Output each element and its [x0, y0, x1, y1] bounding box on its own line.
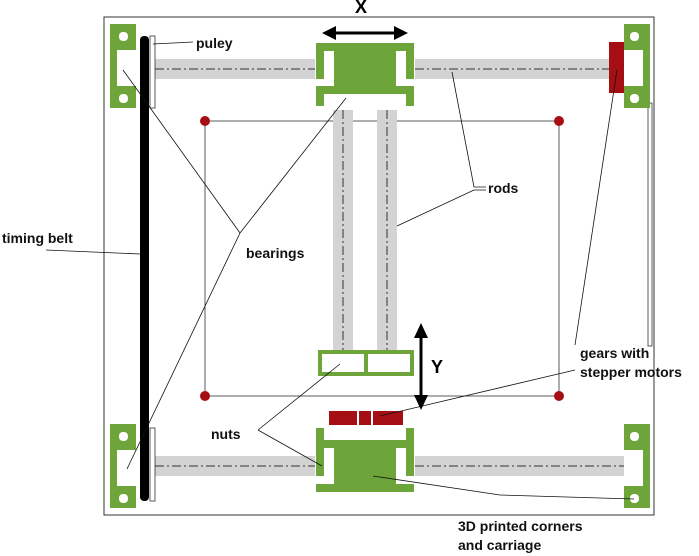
puley-top: [149, 35, 156, 109]
x-axis-arrow: [322, 26, 408, 40]
corner-dot-tr: [554, 116, 564, 126]
y-axis-arrow: [414, 323, 428, 410]
corner-bottom-left: [110, 424, 136, 508]
x-axis-label: X: [355, 0, 367, 17]
bottom-rod-right: [415, 456, 625, 476]
corner-dot-bl: [200, 391, 210, 401]
label-bearings: bearings: [246, 245, 305, 261]
label-timing-belt: timing belt: [2, 230, 73, 246]
top-carriage: [316, 43, 414, 106]
bottom-rod-left: [155, 456, 315, 476]
gears-bottom: [329, 411, 403, 425]
leader-lines: [45, 41, 635, 500]
vertical-rod-left: [333, 110, 353, 370]
corner-dot-tl: [200, 116, 210, 126]
corner-top-right: [624, 24, 650, 108]
label-gears-line2: stepper motors: [580, 364, 682, 380]
vertical-rod-right: [377, 110, 397, 370]
label-gears-line1: gears with: [580, 345, 649, 361]
label-printed-line2: and carriage: [458, 537, 541, 553]
label-nuts: nuts: [211, 426, 241, 442]
gear-top-right: [609, 42, 624, 93]
y-axis-label: Y: [431, 357, 443, 377]
timing-belt: [140, 36, 149, 501]
corner-dot-br: [554, 391, 564, 401]
top-rod-right: [415, 59, 625, 79]
corner-bottom-right: [624, 424, 650, 508]
top-rod-left: [155, 59, 315, 79]
outer-frame: [103, 16, 655, 516]
label-printed-line1: 3D printed corners: [458, 518, 583, 534]
label-puley: puley: [196, 35, 233, 51]
puley-bottom: [149, 427, 156, 502]
label-rods: rods: [488, 180, 519, 196]
bottom-carriage: [316, 428, 414, 492]
corner-top-left: [110, 24, 136, 108]
nut-holder: [318, 350, 414, 376]
right-guide: [647, 102, 653, 347]
